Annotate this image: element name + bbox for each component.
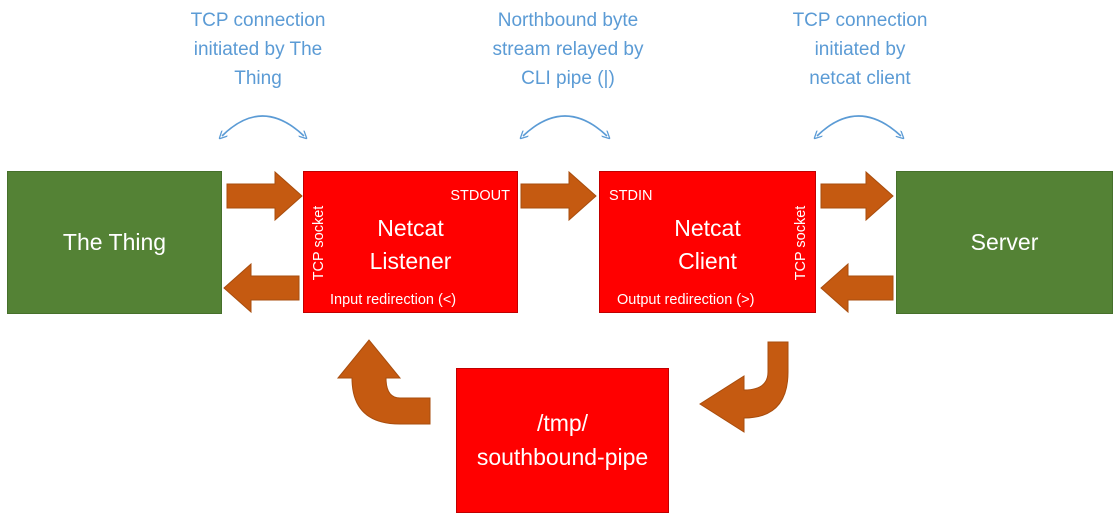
netcat-listener-label: Netcat Listener xyxy=(369,215,452,275)
arrow-listener-to-client xyxy=(520,170,597,222)
client-stdin-label: STDIN xyxy=(609,188,653,204)
listener-stdout-label: STDOUT xyxy=(450,188,510,204)
the-thing-box: The Thing xyxy=(7,171,222,314)
arrow-thing-to-listener xyxy=(226,170,303,222)
listener-redirect-label: Input redirection (<) xyxy=(330,292,457,308)
netcat-listener-box: Netcat Listener STDOUT Input redirection… xyxy=(303,171,518,313)
arrow-client-to-server xyxy=(820,170,894,222)
curve-connector-middle xyxy=(523,115,607,136)
curve-connector-left xyxy=(222,115,304,136)
southbound-pipe-box: /tmp/ southbound-pipe xyxy=(456,368,669,513)
server-box: Server xyxy=(896,171,1113,314)
server-label: Server xyxy=(970,228,1039,255)
curve-connector-right xyxy=(817,115,901,136)
listener-socket-label: TCP socket xyxy=(311,205,327,281)
client-redirect-label: Output redirection (>) xyxy=(617,292,755,308)
arrow-listener-to-thing xyxy=(223,262,300,314)
netcat-client-box: Netcat Client STDIN Output redirection (… xyxy=(599,171,816,313)
the-thing-label: The Thing xyxy=(62,228,167,255)
caption-middle: Northbound byte stream relayed by CLI pi… xyxy=(492,10,644,89)
caption-left: TCP connection initiated by The Thing xyxy=(190,10,326,89)
netcat-client-label: Netcat Client xyxy=(674,215,741,275)
caption-right: TCP connection initiated by netcat clien… xyxy=(792,10,928,89)
arrow-client-to-pipe xyxy=(699,341,789,433)
southbound-pipe-label: /tmp/ southbound-pipe xyxy=(476,410,649,470)
arrow-server-to-client xyxy=(820,262,894,314)
client-socket-label: TCP socket xyxy=(793,205,809,281)
arrow-pipe-to-listener xyxy=(336,339,431,425)
